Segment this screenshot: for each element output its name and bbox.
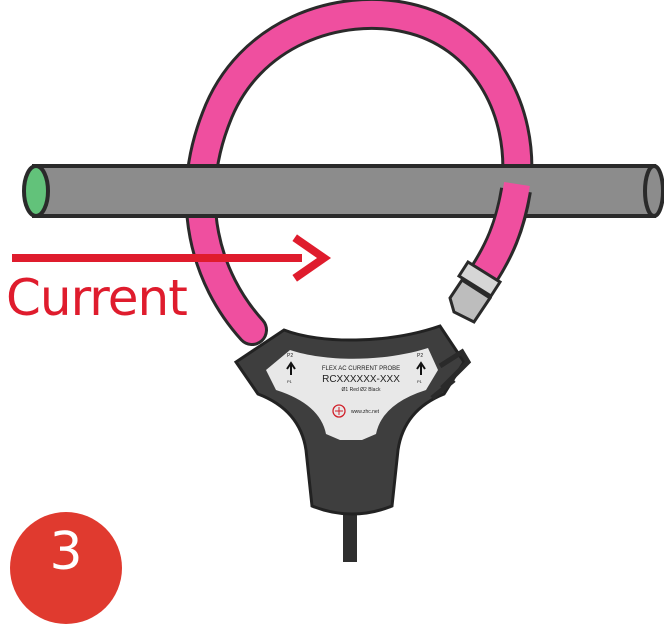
coil-connector-tip [448, 259, 503, 324]
zhc-logo-icon [332, 404, 346, 418]
step-badge: 3 [10, 512, 122, 624]
probe-wiring: Ø1 Red Ø2 Black [342, 387, 381, 393]
flex-coil-back [184, 0, 534, 346]
flex-coil-front [448, 181, 532, 324]
marker-left-label: P1 [287, 379, 293, 384]
conductor-end-face [22, 164, 50, 218]
probe-website: www.zhc.net [351, 409, 380, 415]
output-lead [343, 500, 357, 562]
step-number: 3 [49, 522, 83, 582]
conductor-cable [22, 164, 664, 218]
probe-model: RCXXXXXX-XXX [322, 374, 400, 385]
flex-probe-diagram: P2 P2 P1 P1 FLEX AC CURRENT PROBE RCXXXX… [12, 0, 664, 562]
current-label: Current [6, 269, 188, 327]
probe-product-line: FLEX AC CURRENT PROBE [322, 366, 400, 372]
port-left-label: P2 [287, 353, 293, 359]
arrow-up-icon [286, 361, 296, 375]
probe-head: P2 P2 P1 P1 FLEX AC CURRENT PROBE RCXXXX… [233, 324, 472, 516]
arrow-right-icon [12, 234, 332, 282]
arrow-up-icon [416, 361, 426, 375]
port-right-label: P2 [417, 353, 423, 359]
marker-right-label: P1 [417, 379, 423, 384]
